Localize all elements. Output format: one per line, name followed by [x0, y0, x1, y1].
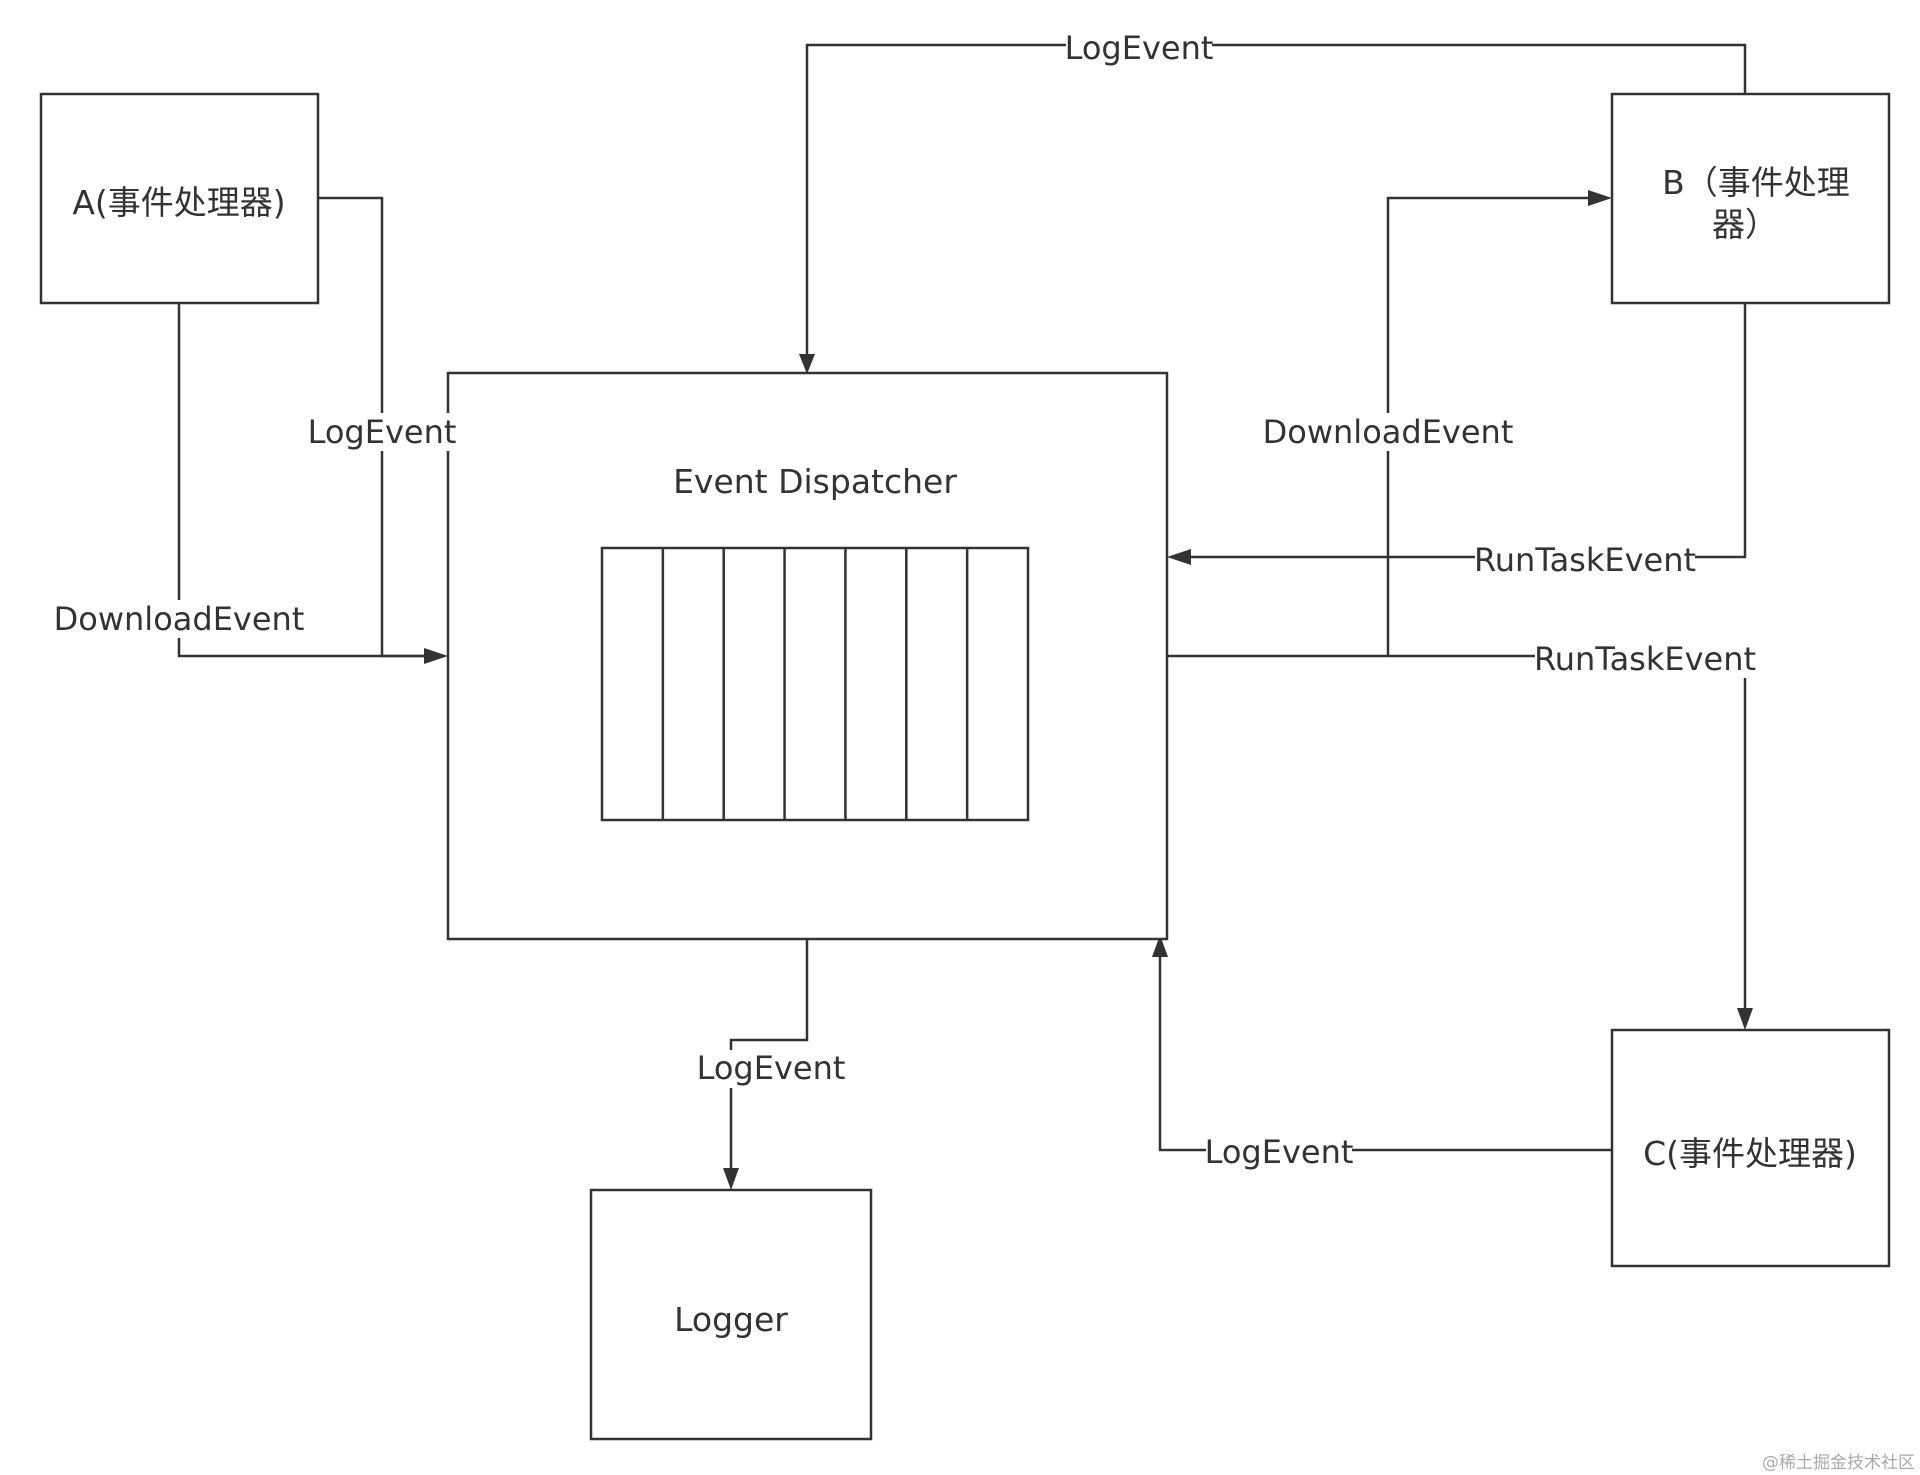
arrowhead [723, 1168, 739, 1190]
edge-label-b-runtask: RunTaskEvent [1474, 541, 1696, 579]
node-b: B（事件处理 器） [1610, 92, 1891, 305]
node-dispatcher: Event Dispatcher [446, 371, 1169, 941]
edge-b-to-dispatcher-log [805, 43, 1747, 358]
edge-b-runtask [1185, 303, 1747, 559]
queue-frame [600, 546, 1030, 822]
edge-label-group: LogEvent LogEvent DownloadEvent Download… [54, 28, 1756, 1171]
arrowhead [424, 648, 448, 664]
node-a: A(事件处理器) [39, 92, 320, 305]
edge-dispatcher-to-logger-log [729, 939, 809, 1172]
node-b-label-line1: B（事件处理 [1662, 163, 1850, 202]
edge-label-c-log: LogEvent [1205, 1133, 1354, 1171]
arrowhead [799, 354, 815, 374]
edge-dispatcher-to-c-runtask [1388, 654, 1747, 1012]
node-b-label-line2: 器） [1712, 205, 1778, 244]
edge-label-a-log: LogEvent [308, 413, 457, 451]
edge-label-dispatcher-to-b-download: DownloadEvent [1263, 413, 1514, 451]
node-logger: Logger [589, 1188, 873, 1441]
arrowhead [1588, 190, 1612, 206]
watermark: @稀土掘金技术社区 [1762, 1453, 1915, 1473]
edge-label-b-to-dispatcher-log: LogEvent [1065, 29, 1214, 67]
edge-a-download [177, 303, 430, 658]
logger-label: Logger [674, 1300, 788, 1339]
dispatcher-label: Event Dispatcher [673, 462, 957, 501]
node-c-label: C(事件处理器) [1643, 1134, 1857, 1173]
edge-c-log [1158, 953, 1612, 1152]
node-a-label: A(事件处理器) [72, 183, 285, 222]
edge-label-dispatcher-to-c-runtask: RunTaskEvent [1534, 640, 1756, 678]
edge-label-dispatcher-to-logger-log: LogEvent [697, 1049, 846, 1087]
edge-label-a-download: DownloadEvent [54, 600, 305, 638]
arrowhead [1152, 935, 1168, 957]
event-queue [600, 546, 1030, 822]
arrowhead [1737, 1008, 1753, 1030]
node-c: C(事件处理器) [1610, 1028, 1891, 1268]
arrowhead [1167, 549, 1191, 565]
